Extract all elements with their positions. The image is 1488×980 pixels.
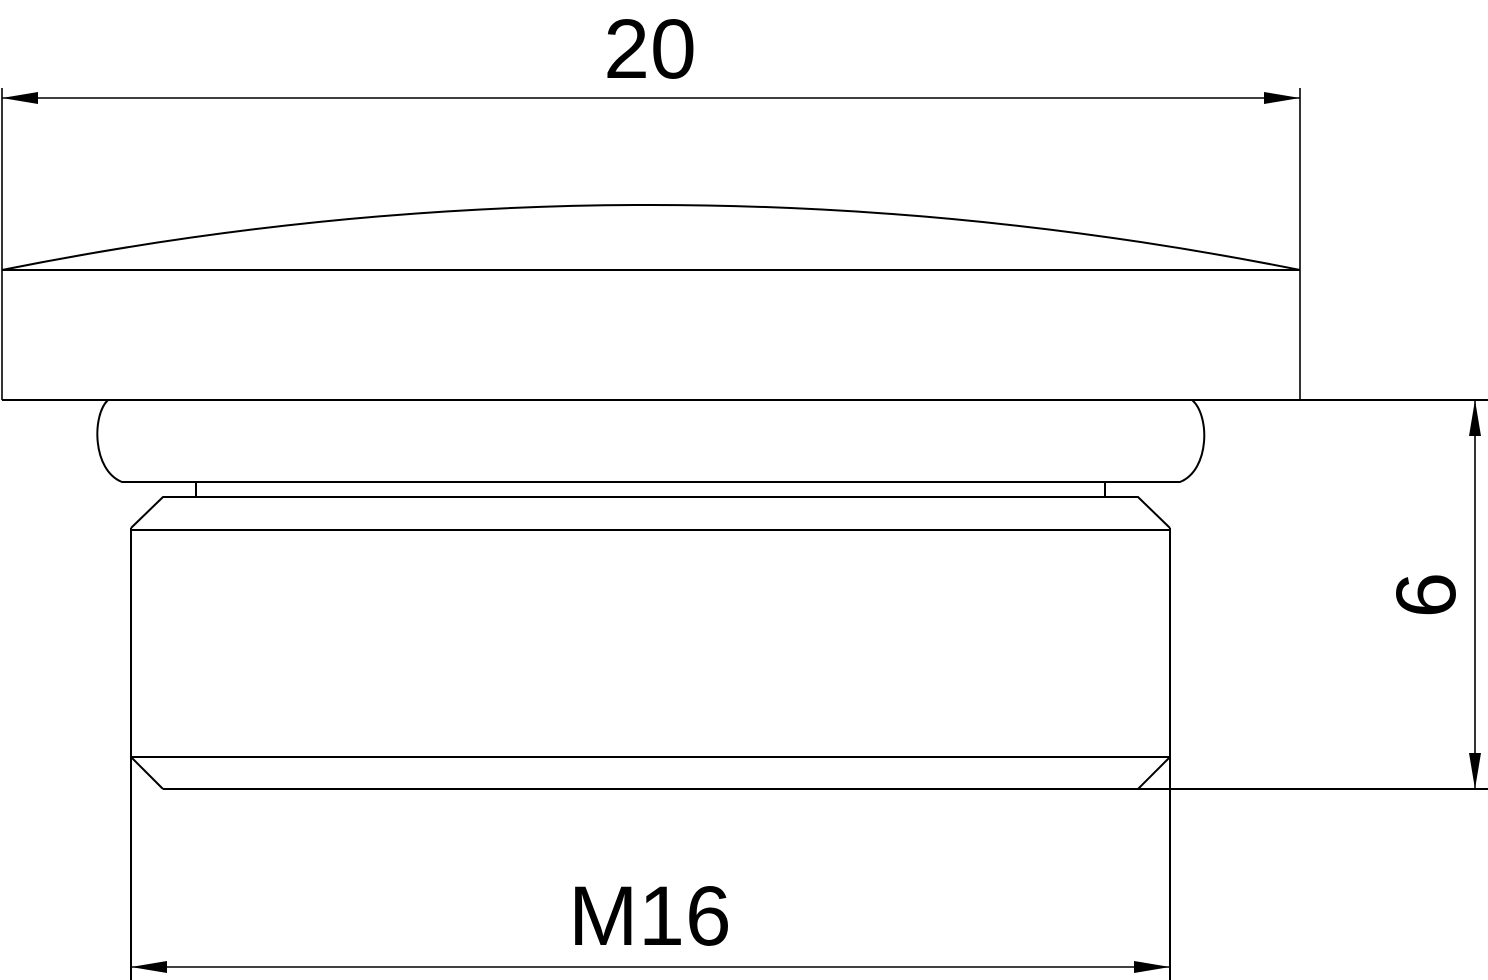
dimension-width: 20 [1, 2, 1301, 400]
arrowhead-bottom [1469, 753, 1481, 789]
thread-bottom-chamfer-right [1137, 756, 1171, 790]
thread-body [130, 496, 1488, 980]
cap-body [1, 204, 1488, 401]
height-label: 6 [1379, 572, 1473, 619]
arrowhead-right [1134, 961, 1170, 973]
thread-bottom-chamfer-left [130, 756, 164, 790]
dimension-thread: M16 [131, 869, 1170, 973]
arrowhead-left [2, 92, 38, 104]
o-ring-outline [96, 399, 1206, 483]
width-label: 20 [603, 2, 696, 96]
thread-top-chamfer [130, 496, 1171, 529]
arrowhead-left [131, 961, 167, 973]
arrowhead-top [1469, 400, 1481, 436]
thread-label: M16 [568, 869, 731, 963]
dimension-height: 6 [1379, 400, 1481, 789]
o-ring [96, 399, 1206, 483]
arrowhead-right [1264, 92, 1300, 104]
neck [195, 482, 1106, 497]
cap-dome [1, 204, 1301, 271]
